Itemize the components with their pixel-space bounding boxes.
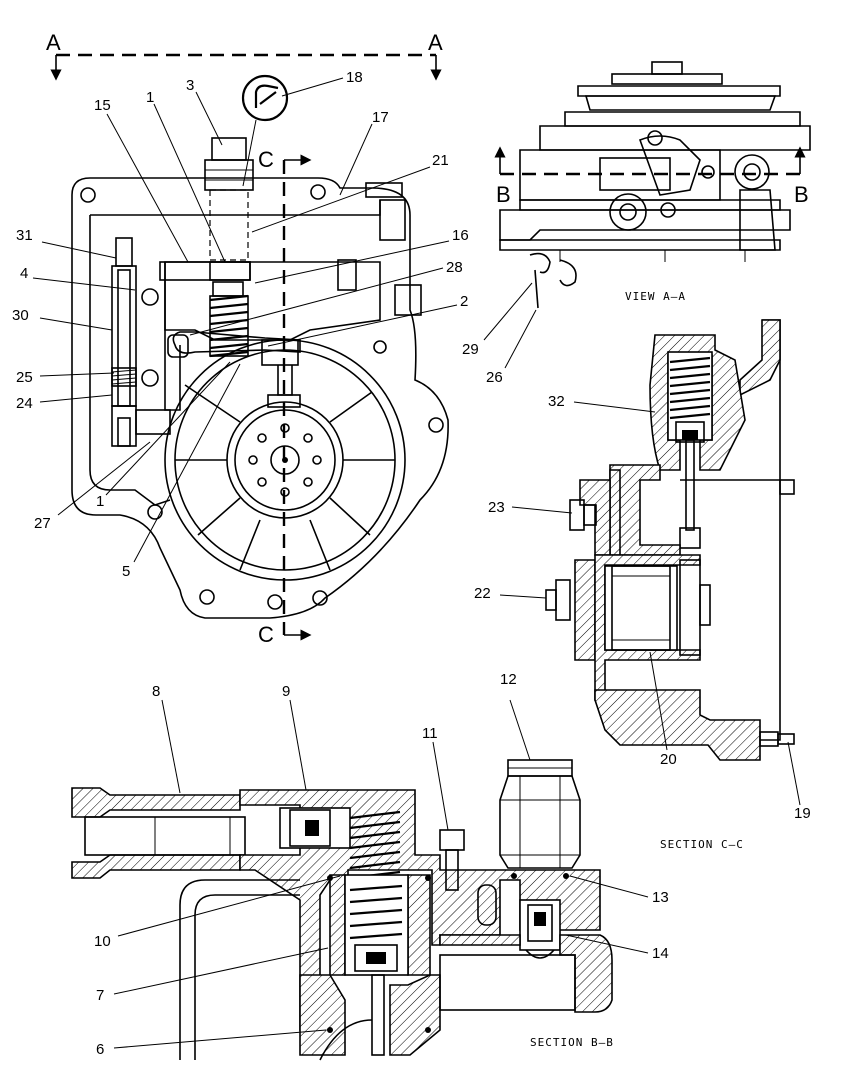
callout-29: 29 bbox=[462, 341, 479, 358]
section-line-c: C C bbox=[258, 147, 312, 647]
callout-30: 30 bbox=[12, 307, 29, 324]
callout-9: 9 bbox=[282, 683, 290, 700]
callout-20: 20 bbox=[660, 751, 677, 768]
callout-13: 13 bbox=[652, 889, 669, 906]
section-c-caption: SECTION C—C bbox=[660, 838, 744, 851]
callout-26: 26 bbox=[486, 369, 503, 386]
callout-15: 15 bbox=[94, 97, 111, 114]
callout-4: 4 bbox=[20, 265, 28, 282]
callout-18: 18 bbox=[346, 69, 363, 86]
callout-17: 17 bbox=[372, 109, 389, 126]
callout-28: 28 bbox=[446, 259, 463, 276]
callout-22: 22 bbox=[474, 585, 491, 602]
callout-24: 24 bbox=[16, 395, 33, 412]
view-a-a: B B VIEW A—A bbox=[494, 61, 811, 309]
view-a-caption: VIEW A—A bbox=[625, 290, 686, 303]
leader-lines bbox=[32, 77, 801, 1049]
callout-1-upper: 1 bbox=[146, 89, 154, 106]
section-mark-b-left: B bbox=[496, 182, 511, 207]
callout-21: 21 bbox=[432, 152, 449, 169]
callout-labels: 1 3 18 15 17 21 31 16 4 28 30 2 25 24 27… bbox=[12, 69, 811, 1058]
callout-5: 5 bbox=[122, 563, 130, 580]
section-c-c: SECTION C—C bbox=[545, 319, 795, 851]
callout-2: 2 bbox=[460, 293, 468, 310]
callout-3: 3 bbox=[186, 77, 194, 94]
section-mark-c-bottom: C bbox=[258, 622, 274, 647]
callout-10: 10 bbox=[94, 933, 111, 950]
callout-12: 12 bbox=[500, 671, 517, 688]
callout-27: 27 bbox=[34, 515, 51, 532]
callout-23: 23 bbox=[488, 499, 505, 516]
callout-32: 32 bbox=[548, 393, 565, 410]
callout-25: 25 bbox=[16, 369, 33, 386]
section-mark-c-top: C bbox=[258, 147, 274, 172]
section-b-b: SECTION B—B bbox=[71, 759, 614, 1061]
callout-8: 8 bbox=[152, 683, 160, 700]
section-mark-a-left: A bbox=[46, 30, 61, 55]
section-b-caption: SECTION B—B bbox=[530, 1036, 614, 1049]
callout-7: 7 bbox=[96, 987, 104, 1004]
callout-1-lower: 1 bbox=[96, 493, 104, 510]
section-line-a: A A bbox=[46, 30, 443, 81]
callout-19: 19 bbox=[794, 805, 811, 822]
callout-6: 6 bbox=[96, 1041, 104, 1058]
callout-16: 16 bbox=[452, 227, 469, 244]
callout-14: 14 bbox=[652, 945, 669, 962]
callout-11: 11 bbox=[422, 725, 438, 742]
callout-31: 31 bbox=[16, 227, 33, 244]
section-mark-b-right: B bbox=[794, 182, 809, 207]
section-mark-a-right: A bbox=[428, 30, 443, 55]
